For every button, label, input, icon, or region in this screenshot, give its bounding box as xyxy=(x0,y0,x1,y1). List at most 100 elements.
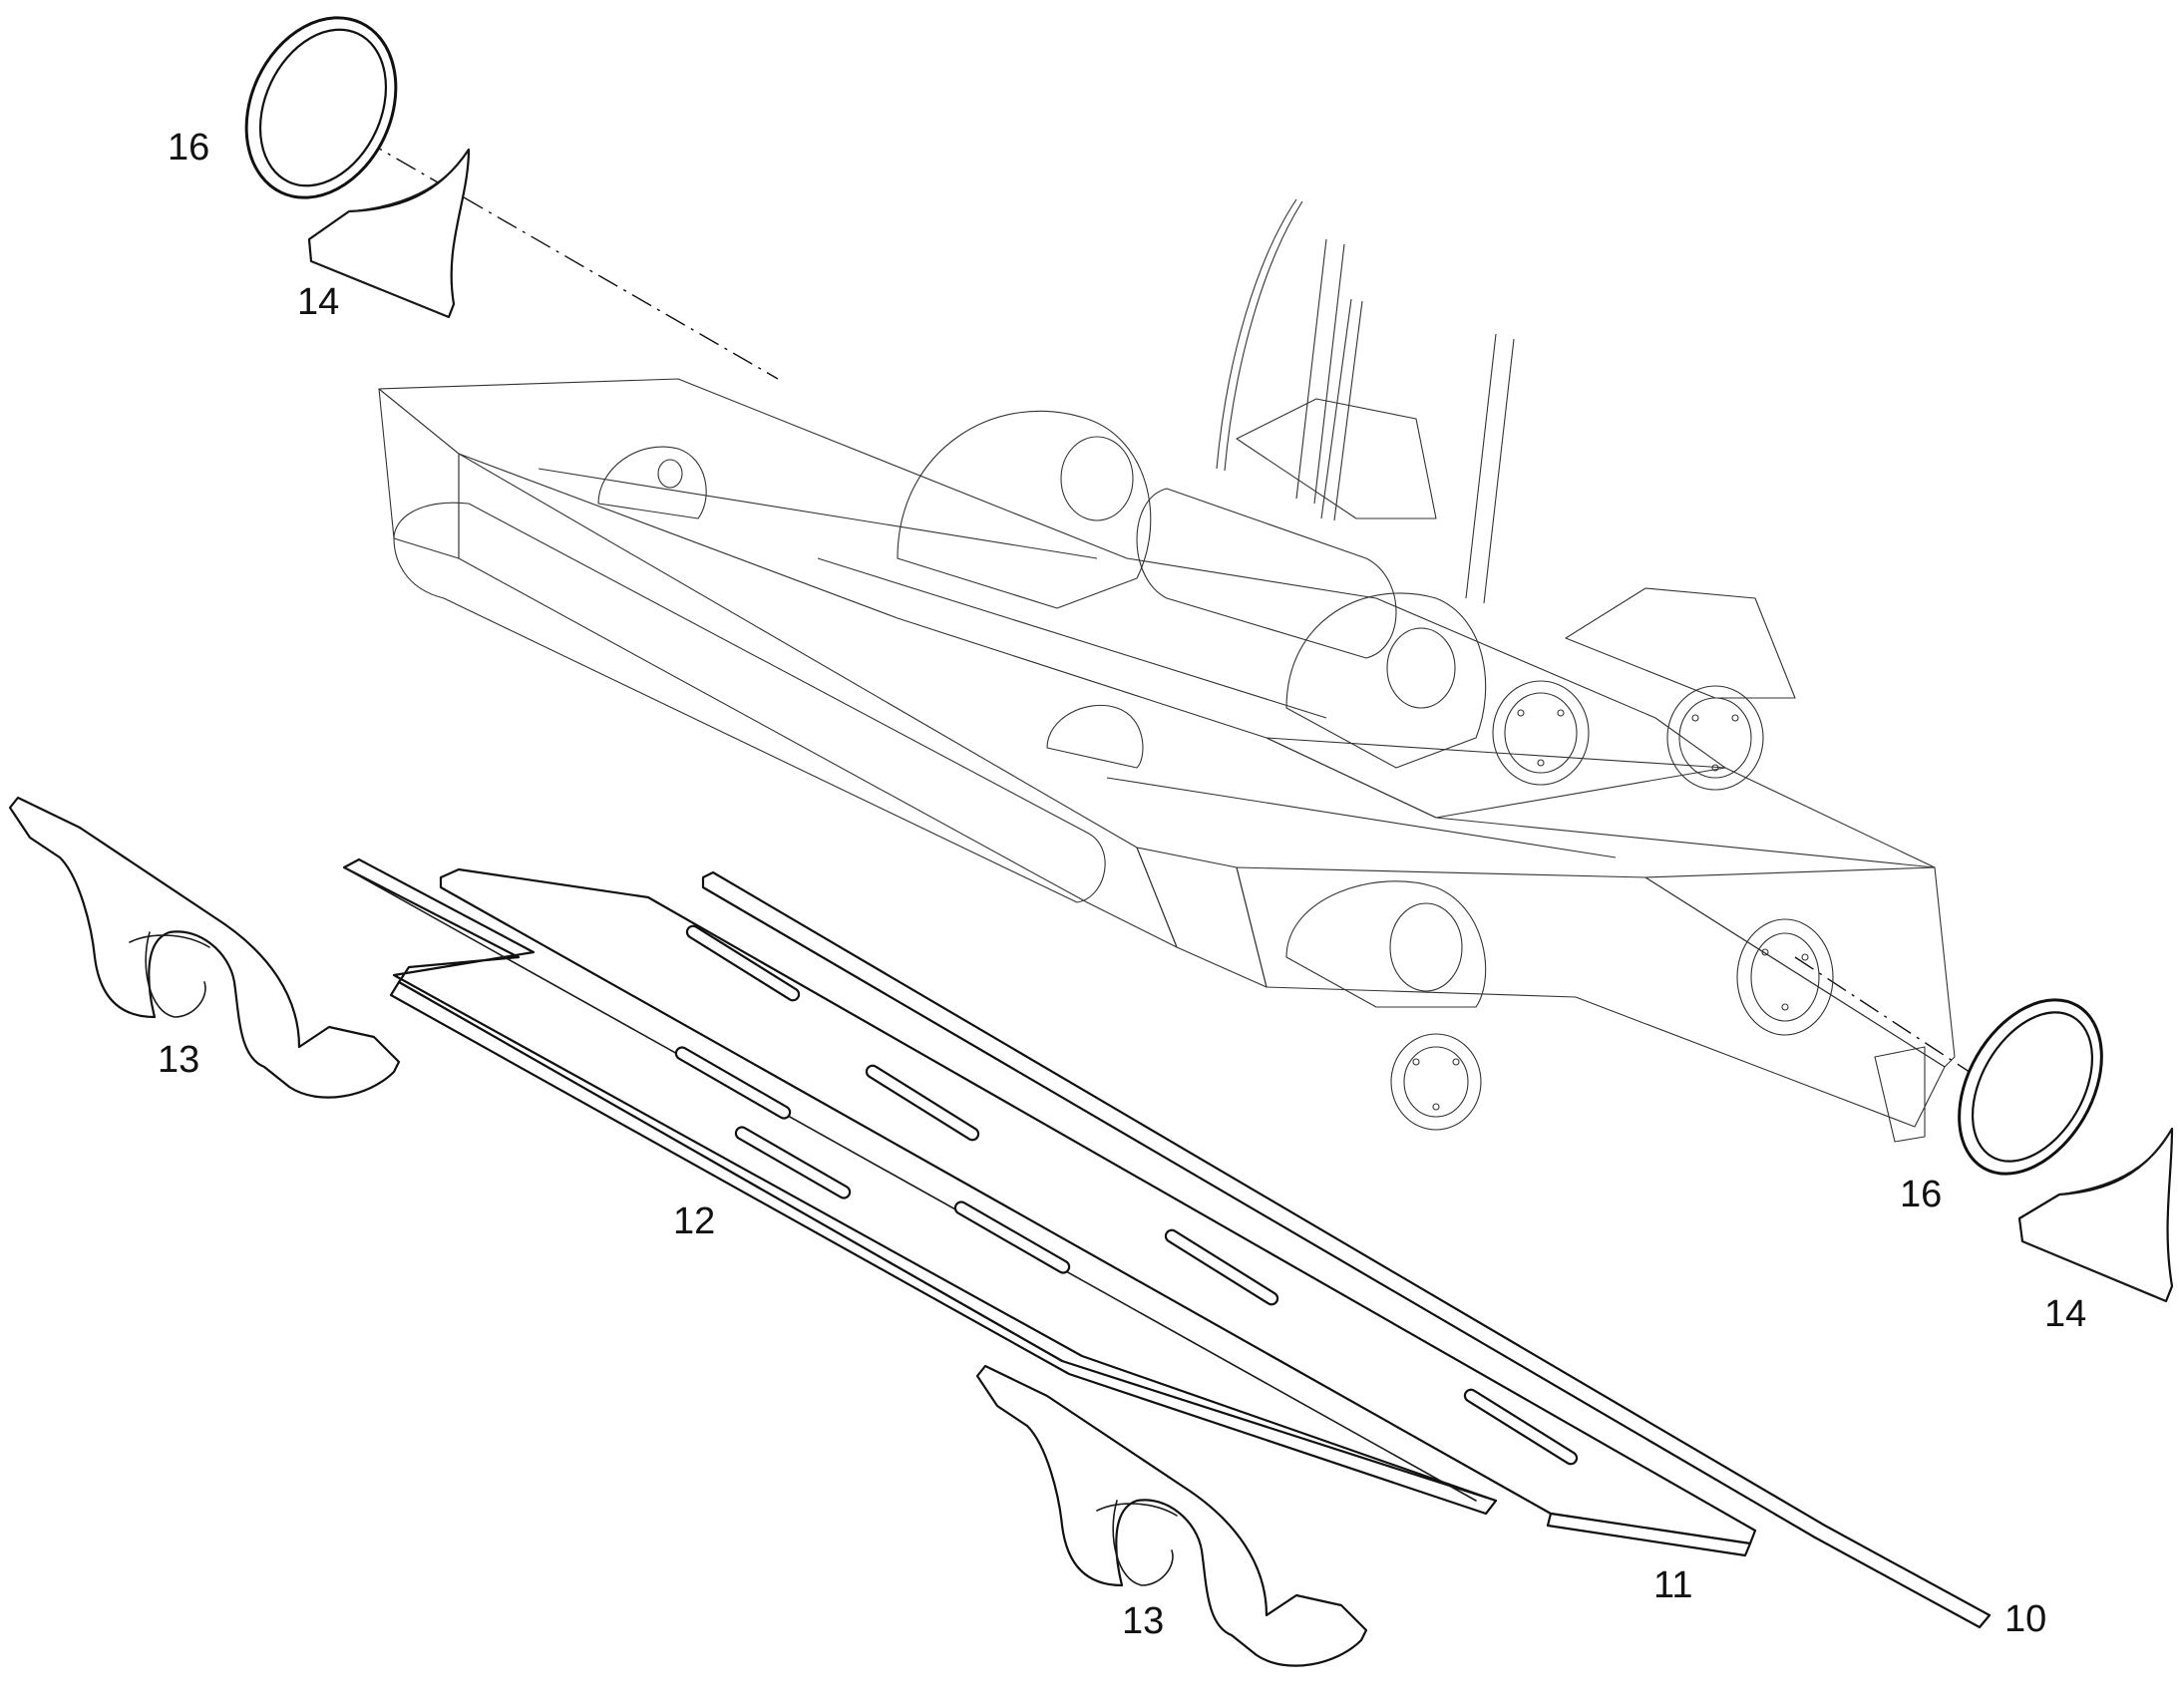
seal-ring-right xyxy=(1958,998,2103,1176)
frame-roller-tube xyxy=(393,502,1106,903)
frame-lug-bore-1 xyxy=(1060,436,1134,521)
wear-shoe-right xyxy=(2017,1127,2174,1303)
bolt xyxy=(1432,1103,1440,1111)
callout-13-left: 13 xyxy=(158,1039,199,1081)
wear-strip-mid-band xyxy=(1546,1512,1752,1557)
guide-bracket-bottom-slot xyxy=(1096,1503,1178,1517)
callout-16-top-left: 16 xyxy=(168,127,209,169)
frame-rod-1a xyxy=(1295,238,1327,500)
frame-small-lug-2 xyxy=(1046,704,1144,769)
frame-lower-beam xyxy=(1236,866,1946,1128)
frame-lug-bore-3 xyxy=(1389,902,1463,992)
callout-16-right: 16 xyxy=(1900,1174,1942,1215)
frame-small-lug-bore-1 xyxy=(657,459,683,489)
slot xyxy=(1463,1388,1579,1466)
callout-14-top-left: 14 xyxy=(297,281,339,323)
bolt xyxy=(1557,709,1565,717)
center-line-top xyxy=(328,119,779,380)
slot xyxy=(685,924,801,1002)
wear-strip-long-edge xyxy=(343,866,1477,1502)
wear-strip-mid-body xyxy=(439,867,1757,1545)
guide-bracket-left-body xyxy=(8,796,401,1099)
bolt xyxy=(1761,948,1769,956)
wear-shoe-right-edge xyxy=(2021,1240,2167,1302)
frame-hub-1-inner xyxy=(1504,692,1578,774)
frame-rod-1b xyxy=(1313,243,1345,505)
frame-hub-2-inner xyxy=(1678,697,1752,779)
slot xyxy=(953,1200,1071,1274)
bolt xyxy=(1517,709,1525,717)
wear-shoe-right-face xyxy=(2058,1128,2173,1196)
frame-hub-2 xyxy=(1666,685,1764,791)
wear-strip-narrow-body xyxy=(701,870,1992,1629)
wear-shoe-top-left xyxy=(307,148,471,319)
main-frame-assembly xyxy=(378,198,1956,1143)
wear-strip-long xyxy=(342,857,1498,1516)
guide-bracket-bottom xyxy=(975,1364,1368,1667)
frame-hub-3 xyxy=(1736,918,1834,1036)
slot xyxy=(674,1046,792,1120)
frame-front-face xyxy=(458,453,1178,948)
callout-12: 12 xyxy=(673,1200,715,1242)
wear-strip-long-band xyxy=(389,980,1498,1516)
center-lines xyxy=(328,119,1986,1083)
seal-ring-inner xyxy=(258,28,388,187)
frame-top-deck xyxy=(378,378,1726,819)
bolt xyxy=(1452,1058,1460,1066)
frame-end-plate xyxy=(1644,866,1956,1068)
frame-hub-3-inner xyxy=(1750,932,1820,1022)
wear-strip-mid xyxy=(439,867,1757,1557)
callout-14-right: 14 xyxy=(2044,1293,2086,1335)
frame-rear-bracket xyxy=(1565,587,1796,699)
bolt xyxy=(1731,714,1739,722)
frame-cross-cylinder xyxy=(1136,488,1397,659)
wear-strip-narrow xyxy=(701,870,1992,1629)
frame-side-panel xyxy=(378,388,460,559)
frame-deck-rib-1 xyxy=(538,468,1098,559)
guide-bracket-bottom-inner xyxy=(1112,1500,1174,1586)
seal-ring-top-left xyxy=(244,16,398,199)
frame-lug-3 xyxy=(1285,880,1487,1008)
seal-ring-right-inner xyxy=(1971,1011,2094,1163)
callout-labels: 16 14 13 12 13 11 10 16 14 xyxy=(158,127,2086,1642)
center-line-right xyxy=(1794,956,1986,1083)
frame-hose xyxy=(1216,198,1297,470)
bolt xyxy=(1412,1058,1420,1066)
frame-lug-1 xyxy=(897,410,1152,609)
guide-bracket-left-inner xyxy=(145,931,206,1018)
callout-10: 10 xyxy=(2004,1598,2046,1640)
frame-hose-2 xyxy=(1224,200,1303,472)
wear-shoe-right-body xyxy=(2017,1127,2174,1303)
bolt xyxy=(1781,1003,1789,1011)
guide-bracket-left-slot xyxy=(129,934,210,948)
bolt xyxy=(1691,714,1699,722)
frame-lug-bore-2 xyxy=(1386,627,1456,709)
frame-hub-4 xyxy=(1390,1033,1482,1131)
bolt xyxy=(1537,759,1545,767)
frame-front-box xyxy=(1136,847,1268,988)
frame-end-block xyxy=(1874,1046,1926,1143)
frame-lug-2 xyxy=(1285,592,1487,769)
frame-small-lug-1 xyxy=(597,446,707,519)
bolt xyxy=(1801,953,1809,961)
frame-deck-rib-2 xyxy=(817,557,1327,719)
frame-deck-rib-3 xyxy=(1106,777,1617,858)
frame-rod-2b xyxy=(1333,300,1363,521)
slot xyxy=(865,1064,980,1142)
bolt xyxy=(1711,764,1719,772)
frame-rear-wall xyxy=(1266,737,1936,868)
frame-hub-4-inner xyxy=(1403,1046,1469,1118)
slot xyxy=(1164,1228,1279,1306)
frame-rod-3a xyxy=(1465,333,1497,599)
slot xyxy=(734,1126,852,1199)
callout-13-bottom: 13 xyxy=(1122,1600,1164,1642)
frame-hub-1 xyxy=(1492,680,1590,786)
guide-bracket-bottom-body xyxy=(975,1364,1368,1667)
frame-rod-2a xyxy=(1320,298,1352,519)
frame-rod-3b xyxy=(1483,338,1515,604)
wear-shoe-face xyxy=(348,149,470,212)
guide-bracket-left xyxy=(8,796,401,1099)
wear-shoe-edge xyxy=(310,260,450,318)
callout-11: 11 xyxy=(1653,1564,1692,1606)
